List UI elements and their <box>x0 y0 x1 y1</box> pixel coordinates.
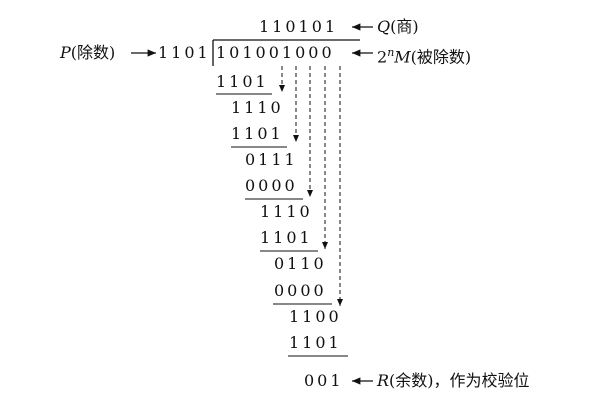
divisor-digits: 1101 <box>158 43 211 62</box>
step-row: 1110 <box>231 98 284 117</box>
step-row: 1101 <box>231 124 284 143</box>
remainder-label: R(余数)，作为校验位 <box>377 371 530 390</box>
step-row: 1110 <box>260 202 313 221</box>
step-row: 1101 <box>216 72 269 91</box>
dividend-digits: 101001000 <box>216 43 335 62</box>
divisor-label: P(除数) <box>60 43 116 62</box>
step-row: 0000 <box>245 176 298 195</box>
dividend-label: 2nM(被除数) <box>377 46 472 67</box>
remainder-digits: 001 <box>304 371 344 390</box>
step-row: 0111 <box>245 150 298 169</box>
step-row: 0110 <box>274 254 327 273</box>
step-row: 1101 <box>289 333 342 352</box>
step-row: 1100 <box>289 307 342 326</box>
quotient-label: Q(商) <box>377 17 419 36</box>
quotient-digits: 110101 <box>259 17 339 36</box>
step-row: 1101 <box>260 228 313 247</box>
step-row: 0000 <box>274 281 327 300</box>
